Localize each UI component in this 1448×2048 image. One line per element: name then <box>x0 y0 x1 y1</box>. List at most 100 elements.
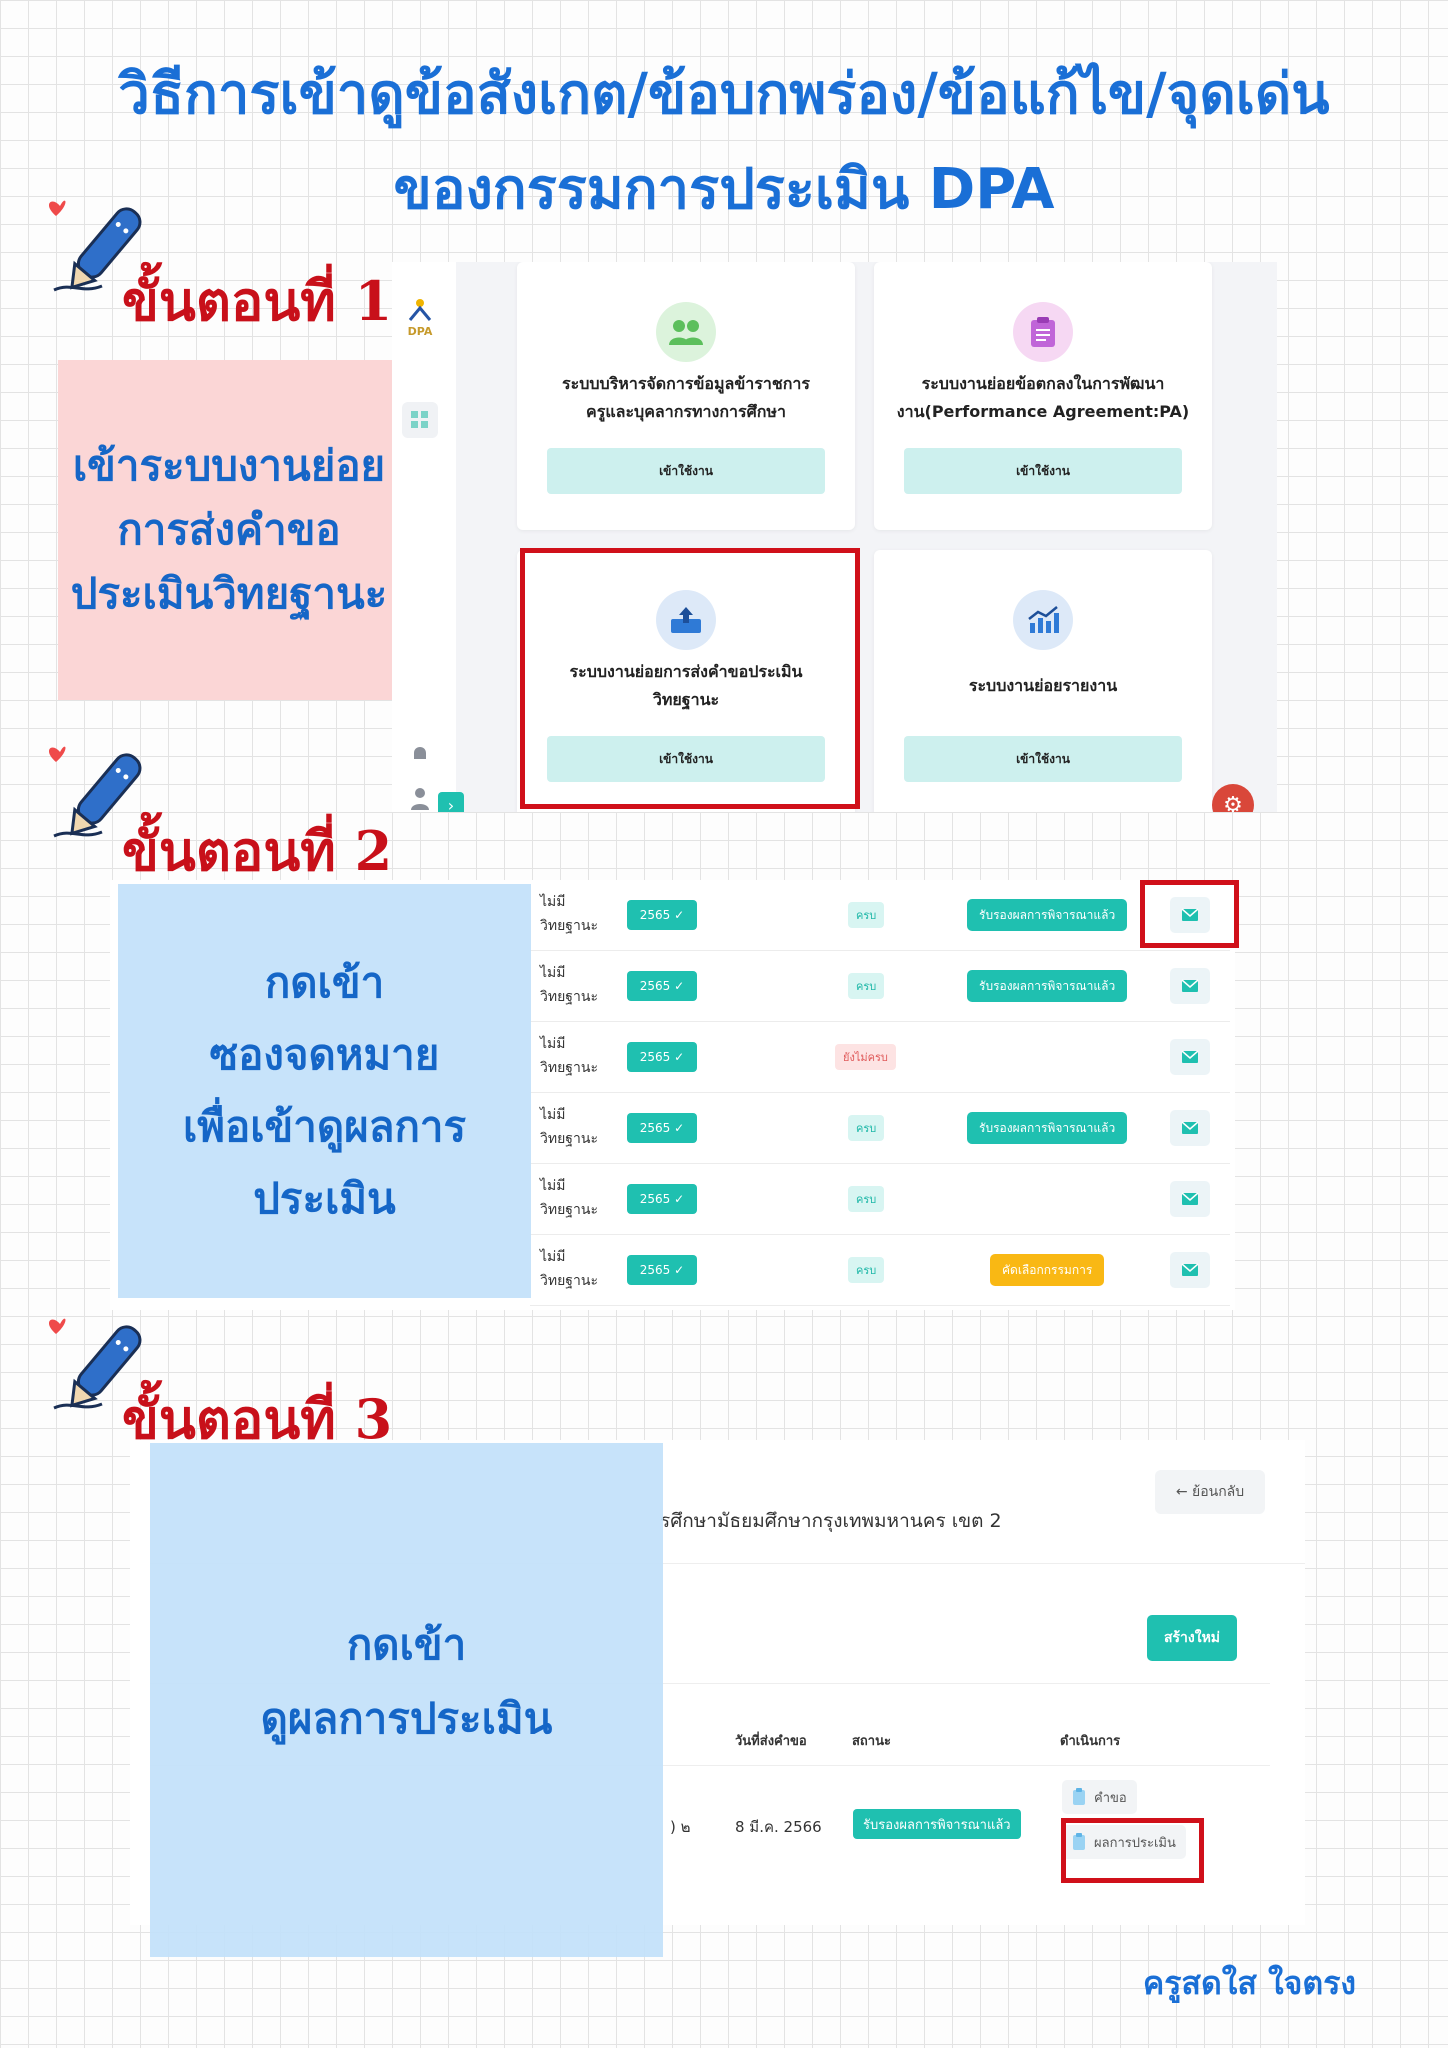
note-line: ประเมินวิทยฐานะ <box>70 569 388 618</box>
note-line: เพื่อเข้าดูผลการ <box>182 1102 467 1151</box>
user-icon[interactable] <box>410 786 430 812</box>
highlight-box-card <box>520 548 860 809</box>
page-title-line-2: ของกรรมการประเมิน DPA <box>393 157 1055 222</box>
card-title: ระบบงานย่อยข้อตกลงในการพัฒนา งาน(Perform… <box>884 370 1202 426</box>
card-title-line: วิทยฐานะ <box>652 690 720 709</box>
status-badge: ครบ <box>848 1186 885 1212</box>
table-row: ไม่มีวิทยฐานะ 2565 ✓ ครบ รับรองผลการพิจา… <box>530 951 1230 1022</box>
status-badge: รับรองผลการพิจารณาแล้ว <box>853 1809 1021 1839</box>
note-line: การส่งคำขอ <box>117 505 341 554</box>
action-label: คำขอ <box>1094 1790 1127 1806</box>
note-line: กดเข้า <box>346 1620 467 1669</box>
card-academic-standing-request: ระบบงานย่อยการส่งคำขอประเมิน วิทยฐานะ เข… <box>517 550 855 812</box>
table-row: ไม่มีวิทยฐานะ 2565 ✓ ครบ รับรองผลการพิจา… <box>530 1093 1230 1164</box>
pen-icon <box>48 1318 142 1410</box>
result-badge: รับรองผลการพิจารณาแล้ว <box>967 970 1128 1002</box>
enter-button[interactable]: เข้าใช้งาน <box>547 736 825 782</box>
clipboard-icon <box>1073 1788 1085 1805</box>
bell-icon[interactable] <box>410 744 430 768</box>
dpa-logo-icon <box>408 299 432 321</box>
envelope-icon[interactable] <box>1170 1181 1210 1217</box>
row-label: ไม่มีวิทยฐานะ <box>540 1249 598 1289</box>
enter-button[interactable]: เข้าใช้งาน <box>547 448 825 494</box>
row-title-fragment: ) ๒ <box>670 1818 691 1836</box>
step-3-note: กดเข้า ดูผลการประเมิน <box>150 1443 663 1957</box>
row-label: ไม่มีวิทยฐานะ <box>540 1178 598 1218</box>
year-badge: 2565 ✓ <box>627 1184 697 1214</box>
table-row: ไม่มีวิทยฐานะ 2565 ✓ ครบ คัดเลือกกรรมการ <box>530 1235 1230 1306</box>
year-badge: 2565 ✓ <box>627 1113 697 1143</box>
result-badge: คัดเลือกกรรมการ <box>990 1254 1105 1286</box>
table-row: ไม่มีวิทยฐานะ 2565 ✓ ครบ รับรองผลการพิจา… <box>530 880 1230 951</box>
envelope-icon[interactable] <box>1170 1252 1210 1288</box>
card-title-line: งาน(Performance Agreement:PA) <box>896 402 1190 421</box>
request-date: 8 มี.ค. 2566 <box>735 1818 822 1836</box>
table-row: ไม่มีวิทยฐานะ 2565 ✓ ยังไม่ครบ <box>530 1022 1230 1093</box>
highlight-box-envelope <box>1140 880 1239 948</box>
enter-button[interactable]: เข้าใช้งาน <box>904 448 1182 494</box>
upload-icon <box>656 590 716 650</box>
card-title: ระบบงานย่อยการส่งคำขอประเมิน วิทยฐานะ <box>527 658 845 714</box>
result-badge: รับรองผลการพิจารณาแล้ว <box>967 1112 1128 1144</box>
step-2-note: กดเข้า ซองจดหมาย เพื่อเข้าดูผลการ ประเมิ… <box>118 884 531 1298</box>
card-title-line: ระบบงานย่อยข้อตกลงในการพัฒนา <box>921 374 1165 393</box>
create-new-button[interactable]: สร้างใหม่ <box>1147 1615 1237 1661</box>
card-title: ระบบงานย่อยรายงาน <box>884 672 1202 700</box>
note-line: ซองจดหมาย <box>209 1030 440 1079</box>
view-request-button[interactable]: คำขอ <box>1062 1780 1137 1814</box>
card-title: ระบบบริหารจัดการข้อมูลข้าราชการ ครูและบุ… <box>527 370 845 426</box>
dpa-logo-text: DPA <box>407 325 433 338</box>
column-header-status: สถานะ <box>852 1734 891 1749</box>
status-badge: ครบ <box>848 1257 885 1283</box>
expand-sidebar-button[interactable]: › <box>438 792 464 812</box>
column-header-date: วันที่ส่งคำขอ <box>735 1734 807 1749</box>
card-pa-system: ระบบงานย่อยข้อตกลงในการพัฒนา งาน(Perform… <box>874 262 1212 530</box>
card-personnel-system: ระบบบริหารจัดการข้อมูลข้าราชการ ครูและบุ… <box>517 262 855 530</box>
status-badge: ครบ <box>848 1115 885 1141</box>
card-title-line: ครูและบุคลากรทางการศึกษา <box>586 402 786 421</box>
note-line: ประเมิน <box>253 1174 396 1223</box>
settings-gear-icon[interactable]: ⚙ <box>1212 784 1254 812</box>
back-button[interactable]: ← ย้อนกลับ <box>1155 1470 1265 1514</box>
card-title-line: ระบบงานย่อยรายงาน <box>968 676 1118 695</box>
screenshot-system-dashboard: DPA › ระบบบริหารจัดการข้อมูลข้าราชการ คร… <box>392 262 1277 812</box>
dpa-logo: DPA <box>396 298 444 338</box>
envelope-icon[interactable] <box>1170 968 1210 1004</box>
envelope-icon[interactable] <box>1170 1039 1210 1075</box>
year-badge: 2565 ✓ <box>627 971 697 1001</box>
row-label: ไม่มีวิทยฐานะ <box>540 1107 598 1147</box>
enter-button[interactable]: เข้าใช้งาน <box>904 736 1182 782</box>
note-line: ดูผลการประเมิน <box>260 1694 553 1743</box>
column-header-action: ดำเนินการ <box>1060 1734 1121 1749</box>
envelope-icon[interactable] <box>1170 1110 1210 1146</box>
year-badge: 2565 ✓ <box>627 900 697 930</box>
clipboard-icon <box>1013 302 1073 362</box>
users-icon <box>656 302 716 362</box>
note-line: เข้าระบบงานย่อย <box>72 441 386 490</box>
status-badge: ครบ <box>848 902 885 928</box>
author-signature: ครูสดใส ใจตรง <box>1142 1964 1356 2002</box>
clipboard-icon <box>1073 1833 1085 1850</box>
pen-icon <box>48 746 142 838</box>
envelope-icon[interactable] <box>1170 897 1210 933</box>
highlight-box-result <box>1061 1818 1204 1883</box>
pen-icon <box>48 200 142 292</box>
action-label: ผลการประเมิน <box>1094 1835 1176 1851</box>
year-badge: 2565 ✓ <box>627 1255 697 1285</box>
step-1-note: เข้าระบบงานย่อย การส่งคำขอ ประเมินวิทยฐา… <box>58 360 400 700</box>
status-badge: ยังไม่ครบ <box>835 1044 896 1070</box>
chart-icon <box>1013 590 1073 650</box>
step-2-label: ขั้นตอนที่ 2 <box>122 819 393 883</box>
year-badge: 2565 ✓ <box>627 1042 697 1072</box>
table-row: ไม่มีวิทยฐานะ 2565 ✓ ครบ <box>530 1164 1230 1235</box>
view-result-button[interactable]: ผลการประเมิน <box>1062 1825 1186 1859</box>
step-1-label: ขั้นตอนที่ 1 <box>122 269 393 333</box>
card-title-line: ระบบบริหารจัดการข้อมูลข้าราชการ <box>562 374 810 393</box>
org-name: รศึกษามัธยมศึกษากรุงเทพมหานคร เขต 2 <box>660 1510 1002 1532</box>
row-label: ไม่มีวิทยฐานะ <box>540 894 598 934</box>
divider <box>150 1683 1270 1684</box>
page-title-line-1: วิธีการเข้าดูข้อสังเกต/ข้อบกพร่อง/ข้อแก้… <box>118 62 1330 127</box>
row-label: ไม่มีวิทยฐานะ <box>540 965 598 1005</box>
note-line: กดเข้า <box>264 958 385 1007</box>
grid-icon[interactable] <box>402 402 438 438</box>
